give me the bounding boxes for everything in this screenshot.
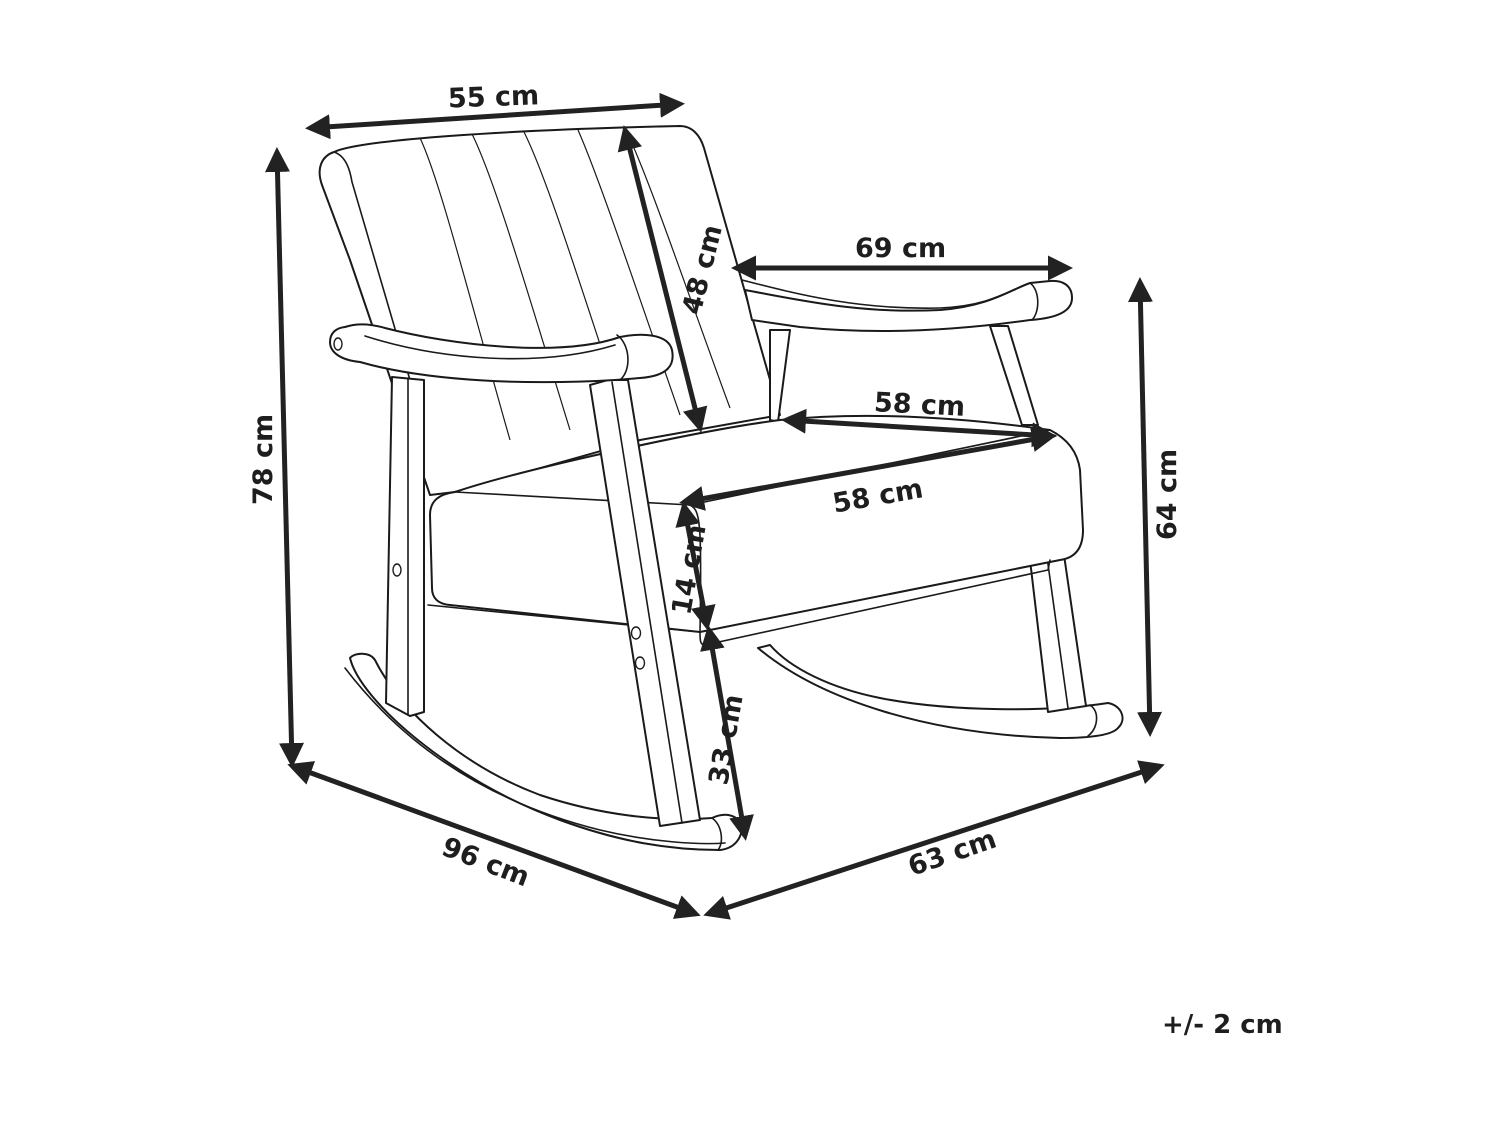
dim-arrow-55 <box>305 92 685 140</box>
dim-arrow-63 <box>703 760 1165 920</box>
label-backrest-width: 55 cm <box>447 80 539 114</box>
label-seat-height: 33 cm <box>703 692 749 787</box>
rear-right-leg <box>1029 554 1087 713</box>
label-total-height: 78 cm <box>248 414 279 505</box>
label-total-depth: 96 cm <box>437 832 533 894</box>
tolerance-note: +/- 2 cm <box>1162 1010 1283 1040</box>
dimension-lines <box>264 92 1165 920</box>
dim-arrow-58-width <box>679 427 1057 511</box>
label-armrest-height: 64 cm <box>1152 449 1183 540</box>
rear-rocker <box>757 644 1124 739</box>
dim-arrow-96 <box>287 761 701 919</box>
label-armrest-depth: 69 cm <box>855 233 946 264</box>
dim-arrow-64 <box>1127 277 1163 737</box>
dim-arrow-48 <box>617 125 708 433</box>
back-left-leg <box>385 376 425 717</box>
dim-arrow-14 <box>675 501 716 631</box>
label-seat-depth: 58 cm <box>873 387 966 423</box>
dim-arrow-78 <box>264 147 305 768</box>
